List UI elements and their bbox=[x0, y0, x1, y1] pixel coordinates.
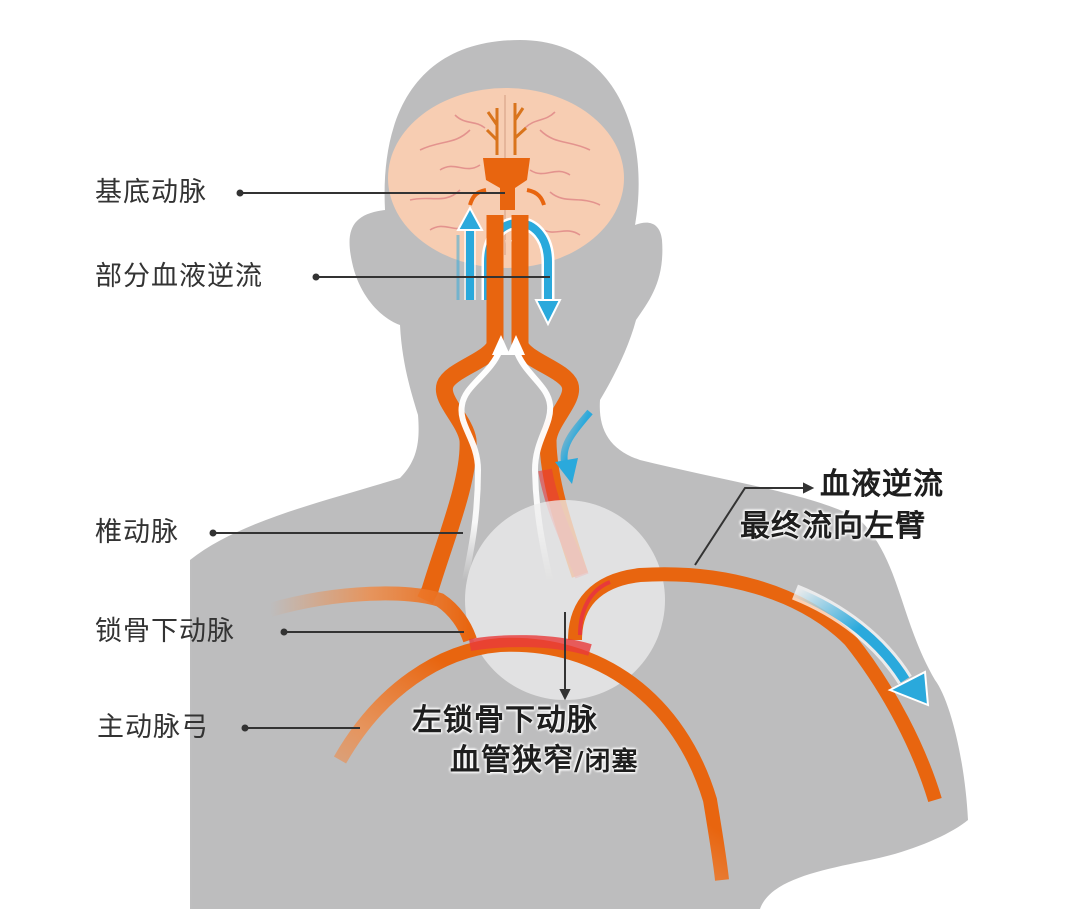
label-basilar-artery: 基底动脉 bbox=[95, 177, 207, 208]
leader-lines bbox=[209, 189, 815, 732]
callout-stenosis-line1: 左锁骨下动脉 bbox=[412, 703, 598, 738]
subclavian-arteries bbox=[268, 567, 942, 803]
reverse-flow-arrow-arm bbox=[792, 584, 930, 707]
label-subclavian-artery: 锁骨下动脉 bbox=[95, 616, 235, 647]
reverse-flow-arrow-neck bbox=[555, 409, 593, 484]
brain bbox=[388, 88, 624, 268]
label-partial-reverse-flow: 部分血液逆流 bbox=[95, 261, 263, 292]
callout-stenosis-line2-a: 血管狭窄 bbox=[450, 743, 574, 778]
aortic-arch bbox=[333, 635, 729, 881]
label-aortic-arch: 主动脉弓 bbox=[97, 712, 209, 743]
callout-reverse-flow-line1: 血液逆流 bbox=[820, 467, 944, 502]
callout-stenosis-line2: 血管狭窄/闭塞 bbox=[450, 742, 639, 781]
callout-stenosis-line2-b: /闭塞 bbox=[574, 747, 639, 777]
silhouette-fade bbox=[0, 380, 460, 909]
callout-reverse-flow-line2: 最终流向左臂 bbox=[740, 509, 926, 544]
label-vertebral-artery: 椎动脉 bbox=[95, 517, 179, 548]
